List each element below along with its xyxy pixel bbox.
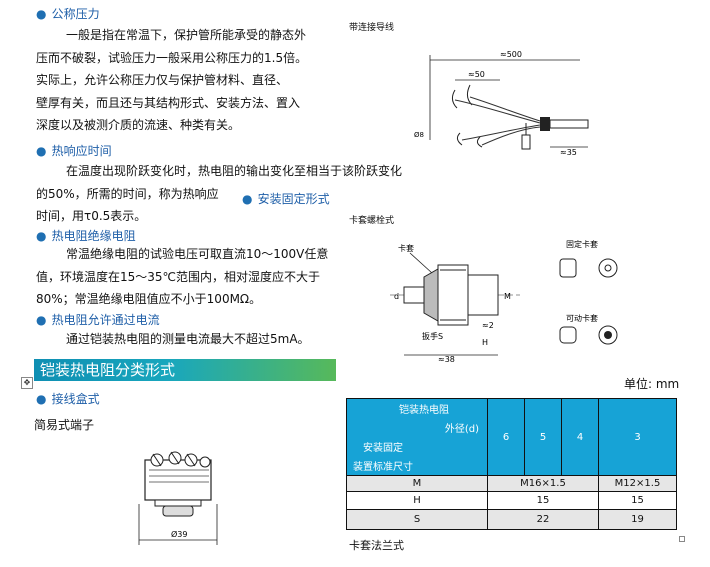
nominal-pressure-text: 一般是指在常温下，保护管所能承受的静态外 压而不破裂，试验压力一般采用公称压力的…: [36, 24, 346, 137]
diameter-cell: 6: [487, 398, 525, 476]
unit-label: 单位: mm: [624, 377, 680, 391]
head-cell: 安装固定: [346, 436, 488, 456]
two-label: ≈2: [482, 321, 494, 330]
bullet-icon: ●: [36, 229, 47, 243]
text-line: 的50%，所需的时间，称为热响应: [36, 186, 219, 201]
table-row: H 15 15: [346, 491, 677, 510]
section-title: 热响应时间: [51, 144, 112, 158]
dim-35: ≈35: [560, 148, 577, 157]
h-label: H: [482, 338, 488, 347]
row-value: M16×1.5: [487, 475, 599, 492]
anchor-marker: [679, 536, 685, 542]
text-line: 时间，用τ0.5表示。: [36, 209, 147, 223]
classification-banner: 铠装热电阻分类形式: [34, 359, 336, 381]
diameter-label: Ø39: [171, 529, 187, 539]
table-row: M M16×1.5 M12×1.5: [346, 475, 677, 492]
simple-terminal-caption: 简易式端子: [34, 418, 95, 432]
bullet-icon: ●: [36, 392, 47, 406]
diameter-cell: 4: [561, 398, 599, 476]
bullet-icon: ●: [36, 144, 47, 158]
head-cell: 装置标准尺寸: [346, 455, 488, 476]
ferrule-figure: 卡套 扳手S H ≈2 d M ≈38 固定卡套 可动卡套: [390, 239, 618, 364]
dim-500: ≈500: [500, 50, 522, 59]
dim-8: Ø8: [414, 131, 424, 139]
section-title: 安装固定形式: [257, 192, 330, 206]
row-value: M12×1.5: [598, 475, 677, 492]
bullet-icon: ●: [36, 7, 47, 21]
text-line: 实际上，允许公称压力仅与保护管材料、直径、: [36, 73, 289, 87]
text-line: 深度以及被测介质的流速、种类有关。: [36, 118, 241, 132]
text-line: 一般是指在常温下，保护管所能承受的静态外: [66, 28, 307, 42]
current-text: 通过铠装热电阻的测量电流最大不超过5mA。: [66, 328, 366, 351]
dim-50: ≈50: [468, 70, 485, 79]
row-value: 15: [598, 491, 677, 510]
head-cell: 铠装热电阻: [346, 398, 488, 418]
section-junction-box: ● 接线盒式: [36, 388, 100, 407]
dim-38: ≈38: [438, 355, 455, 364]
move-handle-icon[interactable]: ✥: [21, 377, 33, 389]
ferrule-label: 卡套: [398, 243, 414, 253]
section-current: ● 热电阻允许通过电流: [36, 309, 160, 328]
section-mount-type: ● 安装固定形式: [242, 188, 330, 207]
row-value: 19: [598, 509, 677, 530]
section-title: 热电阻允许通过电流: [51, 313, 160, 327]
head-cell: 外径(d): [346, 417, 488, 437]
flange-figure-title: 卡套法兰式: [349, 539, 404, 552]
movable-ferrule-label: 可动卡套: [566, 313, 598, 323]
text-line: 通过铠装热电阻的测量电流最大不超过5mA。: [66, 332, 310, 346]
row-label: S: [346, 509, 488, 530]
response-time-text: 在温度出现阶跃变化时，热电阻的输出变化至相当于该阶跃变化 的50%，所需的时间，…: [36, 160, 456, 228]
fixed-ferrule-label: 固定卡套: [566, 239, 598, 249]
section-title: 公称压力: [51, 7, 100, 21]
row-value: 22: [487, 509, 599, 530]
m-label: M: [504, 292, 511, 301]
bullet-icon: ●: [36, 313, 47, 327]
d-label: d: [394, 292, 399, 301]
text-line: 压而不破裂，试验压力一般采用公称压力的1.5倍。: [36, 50, 308, 65]
text-line: 常温绝缘电阻的试验电压可取直流10～100V任意: [66, 247, 329, 261]
wire-figure-title: 带连接导线: [349, 23, 395, 33]
diameter-cell: 5: [524, 398, 562, 476]
text-line: 在温度出现阶跃变化时，热电阻的输出变化至相当于该阶跃变化: [66, 164, 403, 178]
insulation-text: 常温绝缘电阻的试验电压可取直流10～100V任意 值，环境温度在15～35℃范围…: [36, 243, 346, 311]
section-nominal-pressure: ● 公称压力: [36, 3, 100, 22]
row-label: M: [346, 475, 488, 492]
ferrule-figure-title: 卡套螺栓式: [349, 216, 395, 226]
row-value: 15: [487, 491, 599, 510]
section-title: 热电阻绝缘电阻: [51, 229, 136, 243]
terminal-block-figure: Ø39: [138, 451, 218, 545]
diameter-cell: 3: [598, 398, 677, 476]
wire-figure: ≈500 ≈50 ≈35 Ø8: [414, 50, 589, 157]
dimension-table: 铠装热电阻 6 5 4 3 外径(d) 安装固定 装置标准尺寸 M M16×1.…: [346, 398, 677, 530]
text-line: 80%；常温绝缘电阻值应不小于100MΩ。: [36, 292, 262, 306]
text-line: 壁厚有关，而且还与其结构形式、安装方法、置入: [36, 95, 301, 110]
section-response-time: ● 热响应时间: [36, 140, 112, 159]
row-label: H: [346, 491, 488, 510]
text-line: 值，环境温度在15～35℃范围内，相对湿度应不大于: [36, 269, 321, 284]
wrench-label: 扳手S: [422, 331, 443, 341]
section-title: 接线盒式: [51, 392, 100, 406]
section-insulation: ● 热电阻绝缘电阻: [36, 225, 136, 244]
table-row: S 22 19: [346, 509, 677, 530]
bullet-icon: ●: [242, 192, 253, 206]
